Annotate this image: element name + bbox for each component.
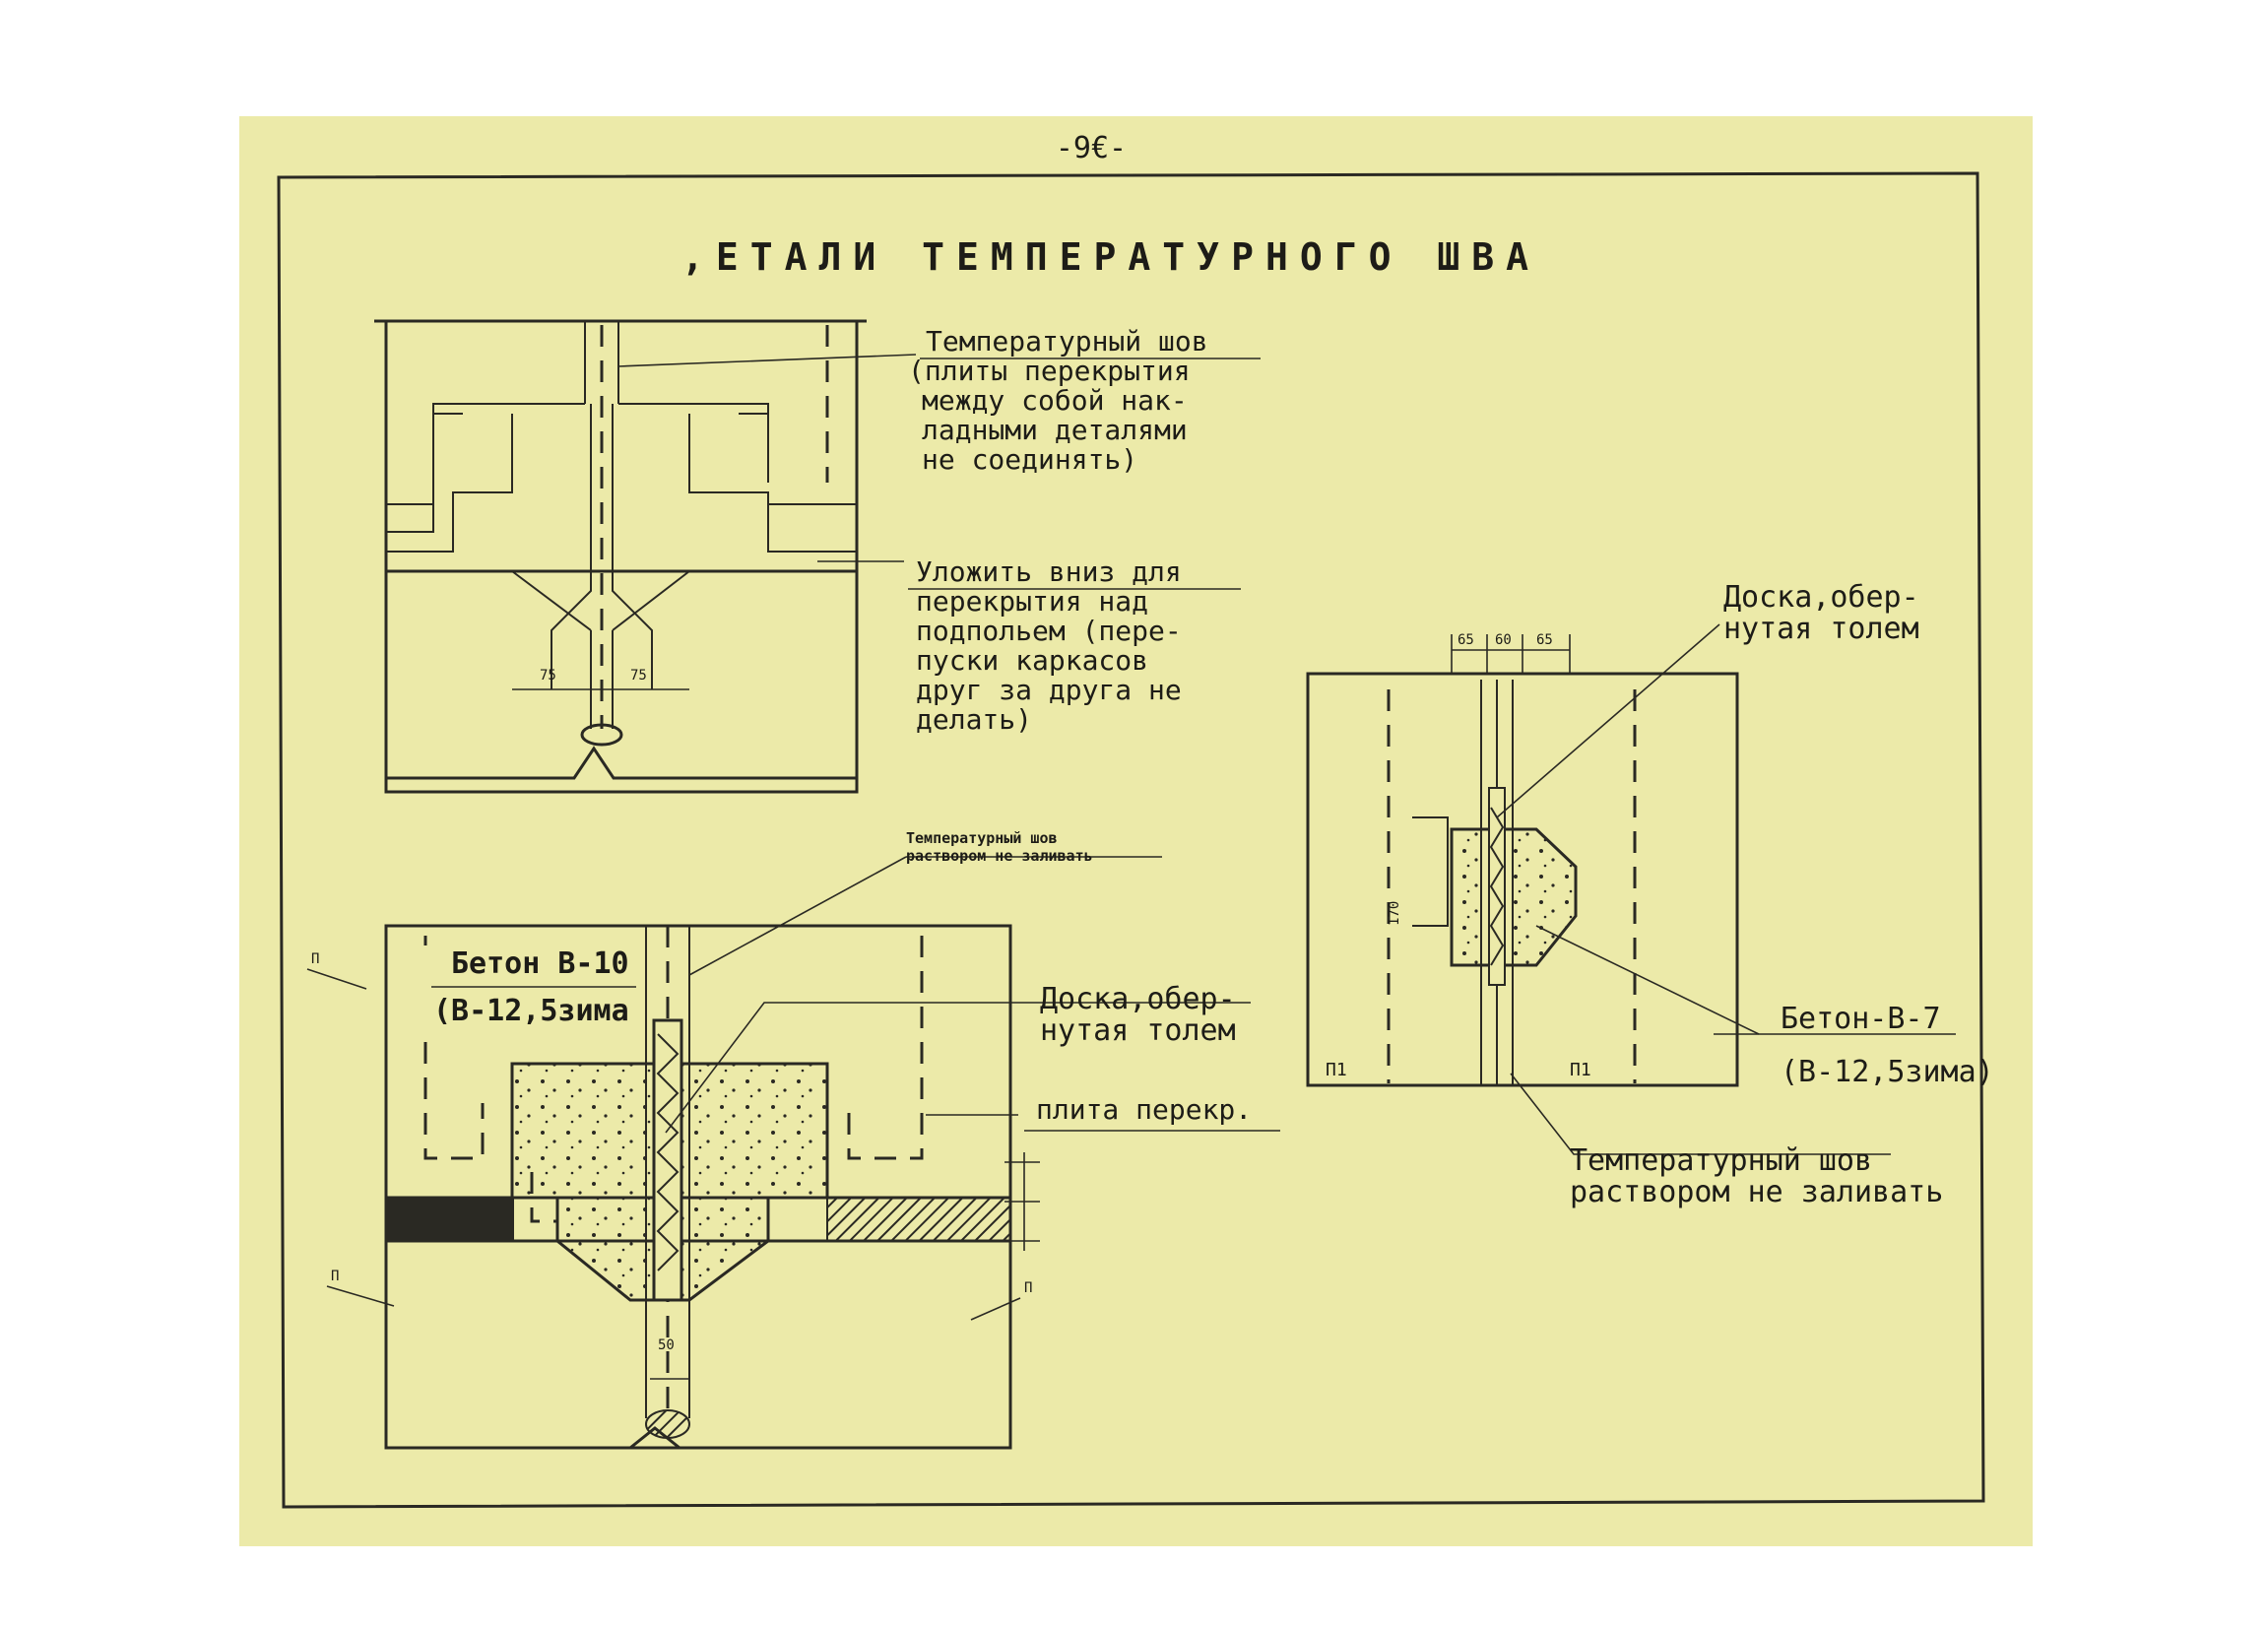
note-line: делать) <box>916 703 1032 736</box>
right-board-line-2: нутая толем <box>1723 612 1919 646</box>
note-line: между собой нак- <box>922 384 1188 417</box>
top-dim-right: 75 <box>630 668 647 684</box>
right-section-drawing <box>1306 623 1956 1155</box>
note-line: не соединять) <box>922 443 1137 476</box>
top-dim-left: 75 <box>540 668 556 684</box>
page-title: ,ЕТАЛИ ТЕМПЕРАТУРНОГО ШВА <box>681 235 1540 279</box>
bottom-concrete-label: Бетон В-10 (В-12,5зима <box>423 945 644 1036</box>
note-line: пуски каркасов <box>916 644 1148 677</box>
note-line: (плиты перекрытия <box>908 355 1191 387</box>
mark-left-bottom: П <box>331 1269 339 1284</box>
bottom-joint-note-line-1: Температурный шов <box>906 829 1058 847</box>
note-line: друг за друга не <box>916 674 1182 706</box>
sheet-frame <box>277 171 1985 1509</box>
right-dim-2: 60 <box>1495 632 1512 648</box>
page-number: -9€- <box>1056 131 1127 165</box>
top-section-drawing: 75 75 <box>374 319 917 794</box>
right-concrete-line-1: Бетон-В-7 <box>1781 1002 1941 1036</box>
bottom-board-line-1: Доска,обер- <box>1040 982 1236 1016</box>
top-note-joint: Температурный шов (плиты перекрытия межд… <box>908 325 1208 476</box>
top-note-place: Уложить вниз для перекрытия над подполье… <box>916 555 1182 736</box>
note-line: Температурный шов <box>926 325 1208 358</box>
concrete-label-line: (В-12,5зима <box>433 994 629 1028</box>
right-dim-side: 170 <box>1387 901 1402 926</box>
note-line: Уложить вниз для <box>916 555 1182 588</box>
right-board-line-1: Доска,обер- <box>1723 580 1919 615</box>
concrete-label-line: Бетон В-10 <box>451 946 629 981</box>
scanned-sheet <box>239 116 2033 1546</box>
right-dim-1: 65 <box>1458 632 1474 648</box>
bottom-section-drawing <box>384 856 1280 1450</box>
right-mark-left: П1 <box>1326 1060 1347 1080</box>
right-dim-3: 65 <box>1536 632 1553 648</box>
bottom-joint-note-line-2: раствором не заливать <box>906 847 1093 865</box>
note-line: ладными деталями <box>922 414 1188 446</box>
right-joint-line-1: Температурный шов <box>1570 1143 1872 1178</box>
mark-right-bottom: П <box>1024 1280 1032 1296</box>
bottom-slab-label: плита перекр. <box>1036 1093 1252 1126</box>
right-mark-right: П1 <box>1570 1060 1591 1080</box>
bottom-dim-vertical: 50 <box>658 1337 675 1353</box>
note-line: подпольем (пере- <box>916 615 1182 647</box>
mark-left-top: П <box>311 951 319 967</box>
note-line: перекрытия над <box>916 585 1148 618</box>
right-joint-line-2: раствором не заливать <box>1570 1175 1943 1209</box>
right-concrete-line-2: (В-12,5зима) <box>1781 1055 1994 1089</box>
bottom-board-line-2: нутая толем <box>1040 1013 1236 1048</box>
